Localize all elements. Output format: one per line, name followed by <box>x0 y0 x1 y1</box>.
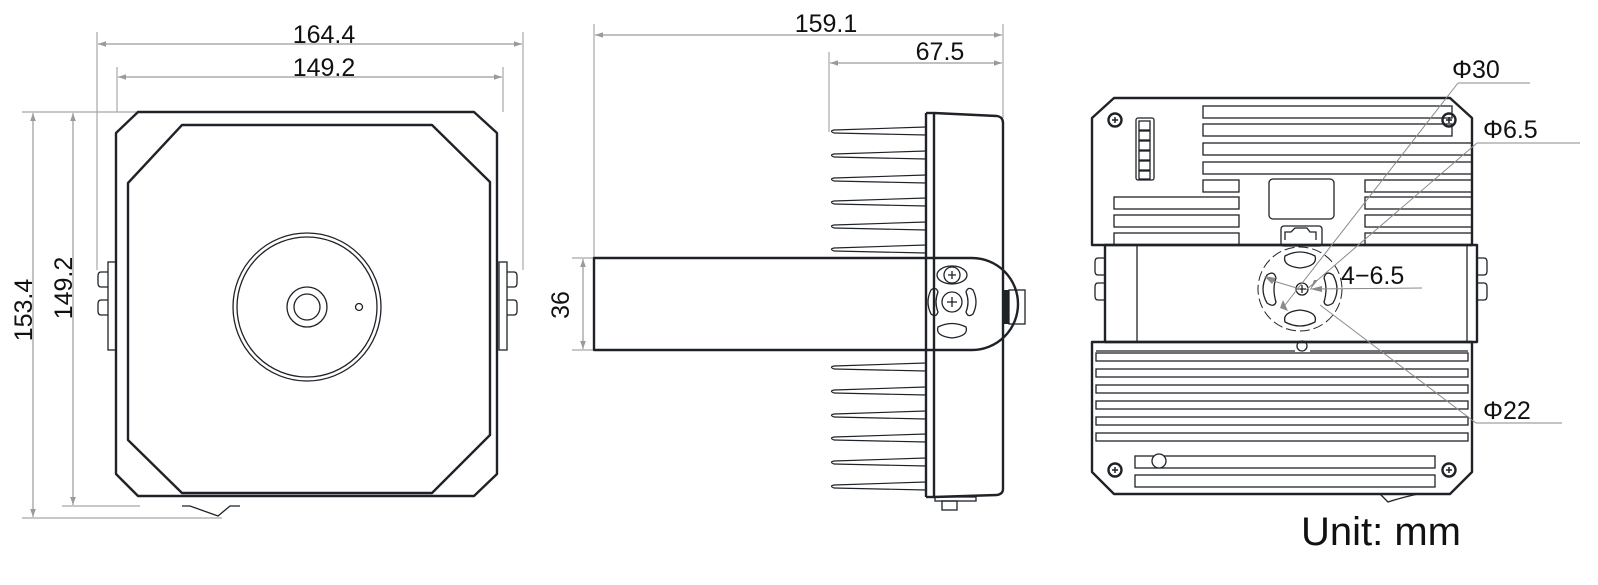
dim-overall-depth: 159.1 <box>795 10 858 38</box>
callout-center-hole: Φ6.5 <box>1483 116 1538 144</box>
vent-grille-lower <box>1095 350 1469 488</box>
dim-overall-height: 153.4 <box>10 279 38 342</box>
bottom-screw <box>1296 340 1308 352</box>
housing-side <box>932 111 1005 499</box>
front-panel <box>126 123 492 495</box>
lens-ring-inner <box>236 236 378 378</box>
mount-bracket-arm <box>592 256 1020 352</box>
corner-screws <box>1107 112 1457 478</box>
terminal-block <box>1135 117 1155 181</box>
dim-body-height: 149.2 <box>50 257 78 320</box>
lens-ring-outer <box>232 232 382 382</box>
vent-grille-upper <box>1113 105 1473 246</box>
heatsink-fins-top <box>830 126 927 254</box>
rear-side-bolts <box>1094 257 1488 301</box>
dim-body-width: 149.2 <box>293 54 356 82</box>
side-view: 159.1 67.5 36 <box>547 10 1026 511</box>
label-plate <box>1268 178 1335 220</box>
ethernet-port-icon <box>1280 225 1323 247</box>
dim-body-depth: 67.5 <box>916 38 965 66</box>
front-view: 164.4 149.2 153.4 149.2 <box>10 21 524 519</box>
housing-outline <box>114 110 499 498</box>
lens-icon <box>286 286 328 328</box>
unit-label: Unit: mm <box>1301 510 1461 554</box>
rear-knob <box>1003 290 1009 324</box>
side-mount-left <box>97 261 117 351</box>
callout-inner-circle: Φ22 <box>1483 397 1531 425</box>
mount-bracket-plate <box>1103 243 1479 344</box>
indicator-led-icon <box>354 302 364 312</box>
bracket-screws <box>927 265 977 339</box>
heatsink-fins-bottom <box>830 362 927 491</box>
dim-bracket-height: 36 <box>547 291 575 319</box>
callout-mount-holes: 4−6.5 <box>1341 262 1404 290</box>
side-mount-right <box>498 261 518 351</box>
rear-housing-lower <box>1090 340 1474 496</box>
callout-leaders <box>1264 82 1580 424</box>
callout-outer-circle: Φ30 <box>1452 56 1500 84</box>
rear-view: Φ30 Φ6.5 4−6.5 Φ22 <box>1090 56 1580 503</box>
dim-overall-width: 164.4 <box>293 21 356 49</box>
